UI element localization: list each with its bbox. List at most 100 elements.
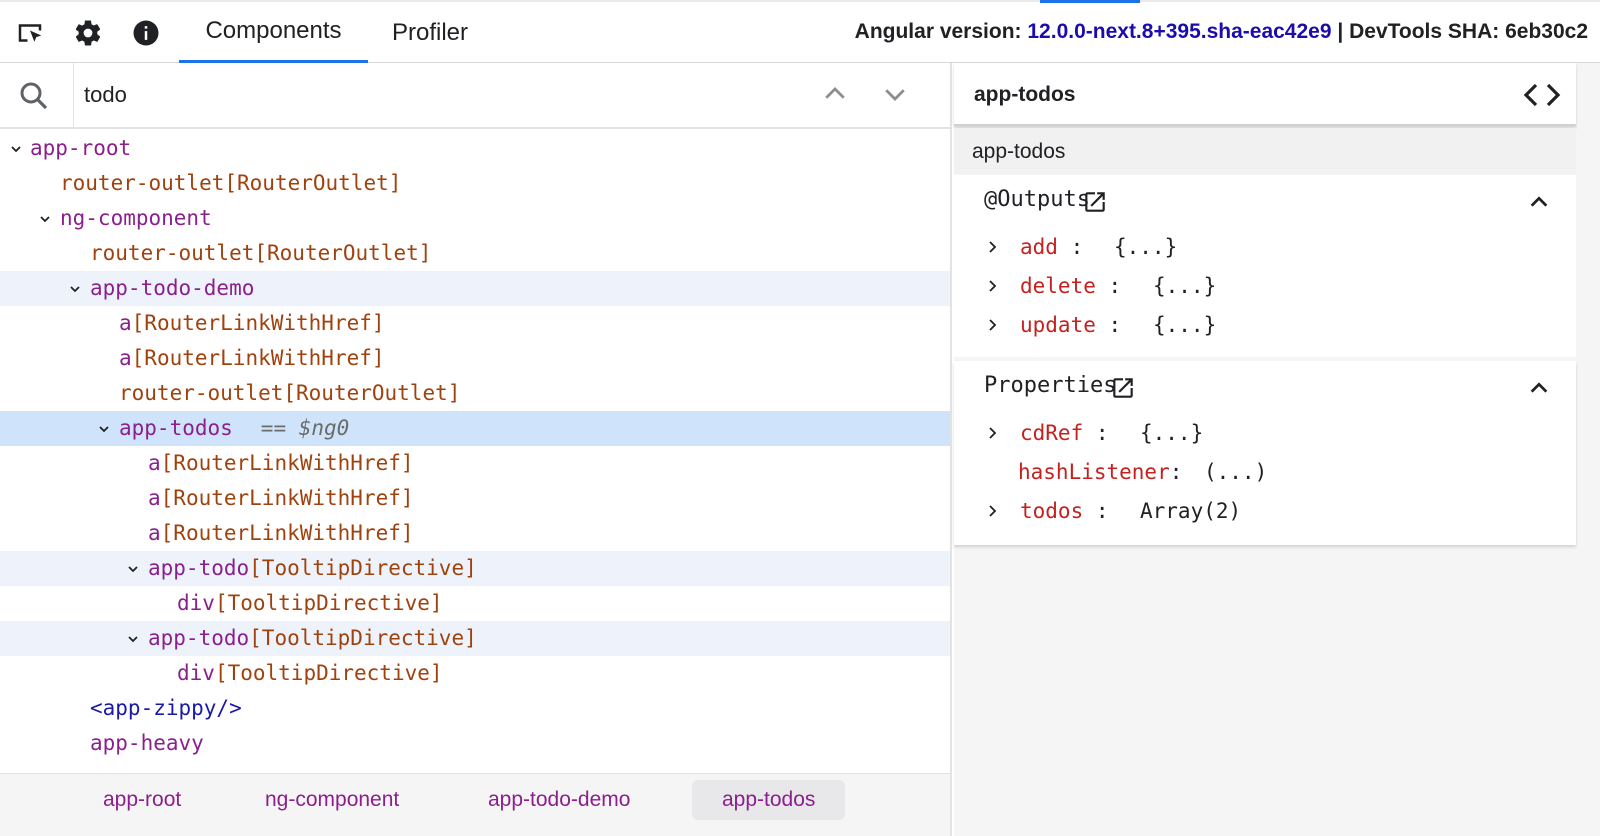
chevron-down-icon[interactable]: [878, 77, 912, 111]
tree-node-app-heavy[interactable]: app-heavy: [0, 726, 950, 761]
expand-caret-icon[interactable]: [68, 271, 82, 306]
node-tag: <app-zippy/>: [90, 696, 242, 720]
details-header: app-todos: [954, 63, 1576, 126]
version-label: Angular version:: [854, 20, 1022, 43]
version-info: Angular version: 12.0.0-next.8+395.sha-e…: [855, 20, 1588, 44]
section-title: Properties: [984, 373, 1117, 398]
property-colon: :: [1083, 421, 1109, 445]
section-title: @Outputs: [984, 187, 1090, 212]
tree-node-a[interactable]: a[RouterLinkWithHref]: [0, 481, 950, 516]
expand-caret-icon[interactable]: [97, 411, 111, 446]
outputs-section: @Outputs add : {...} delete : {...} upda…: [954, 175, 1576, 357]
tree-node-app-todo-demo[interactable]: app-todo-demo: [0, 271, 950, 306]
open-external-icon[interactable]: [1082, 189, 1108, 215]
property-name: add: [1020, 235, 1058, 259]
breadcrumb-item[interactable]: ng-component: [265, 788, 400, 811]
expand-arrow-icon[interactable]: [988, 416, 1002, 450]
node-tag: app-todo: [148, 626, 250, 650]
angular-version-value: 12.0.0-next.8+395.sha-eac42e9: [1027, 20, 1332, 43]
node-directive: [RouterOutlet]: [254, 241, 432, 265]
version-separator: |: [1337, 20, 1344, 43]
tree-node-a[interactable]: a[RouterLinkWithHref]: [0, 306, 950, 341]
property-value: {...}: [1153, 274, 1217, 298]
expand-arrow-icon[interactable]: [988, 269, 1002, 303]
tab-components[interactable]: Components: [179, 2, 368, 63]
tree-node-app-root[interactable]: app-root: [0, 131, 950, 166]
sha-value: 6eb30c2: [1505, 20, 1588, 43]
node-directive: [TooltipDirective]: [249, 556, 477, 580]
tab-profiler[interactable]: Profiler: [391, 18, 469, 46]
breadcrumb: app-root ng-component app-todo-demo app-…: [0, 773, 950, 836]
node-tag: div: [177, 661, 215, 685]
expand-caret-icon[interactable]: [38, 201, 52, 236]
node-tag: app-root: [30, 136, 132, 160]
breadcrumb-item[interactable]: app-todo-demo: [488, 788, 631, 811]
tree-node-a[interactable]: a[RouterLinkWithHref]: [0, 341, 950, 376]
property-colon: :: [1057, 235, 1084, 259]
property-value: Array(2): [1140, 499, 1242, 523]
property-colon: :: [1095, 274, 1122, 298]
node-tag: a: [148, 521, 161, 545]
tree-node-a[interactable]: a[RouterLinkWithHref]: [0, 516, 950, 551]
breadcrumb-item-active[interactable]: app-todos: [692, 780, 846, 820]
details-subheader: app-todos: [954, 128, 1576, 174]
expand-arrow-icon[interactable]: [988, 230, 1002, 264]
node-directive: [RouterLinkWithHref]: [131, 346, 385, 370]
node-tag: a: [148, 451, 161, 475]
tree-node-div[interactable]: div[TooltipDirective]: [0, 656, 950, 691]
component-tree-panel: app-root router-outlet[RouterOutlet] ng-…: [0, 63, 952, 836]
console-reference: == $ng0: [260, 416, 350, 440]
node-directive: [RouterLinkWithHref]: [160, 486, 414, 510]
gear-icon[interactable]: [71, 16, 105, 50]
property-value[interactable]: (...): [1204, 460, 1268, 484]
property-name: cdRef: [1020, 421, 1084, 445]
chevron-up-icon[interactable]: [818, 77, 852, 111]
search-divider: [73, 63, 74, 127]
tree-node-router-outlet[interactable]: router-outlet[RouterOutlet]: [0, 166, 950, 201]
node-directive: [RouterLinkWithHref]: [131, 311, 385, 335]
chevron-up-icon[interactable]: [1528, 191, 1550, 213]
node-directive: [TooltipDirective]: [249, 626, 477, 650]
tree-node-app-todos[interactable]: app-todos== $ng0: [0, 411, 950, 446]
component-name: app-todos: [972, 140, 1066, 163]
node-tag: app-todo-demo: [90, 276, 255, 300]
view-source-code-icon[interactable]: [1520, 79, 1564, 111]
expand-arrow-icon[interactable]: [988, 494, 1002, 528]
tree-node-app-zippy[interactable]: <app-zippy/>: [0, 691, 950, 726]
node-tag: router-outlet: [60, 171, 225, 195]
breadcrumb-item[interactable]: app-root: [103, 788, 182, 811]
node-tag: app-heavy: [90, 731, 204, 755]
node-tag: a: [148, 486, 161, 510]
tree-node-ng-component[interactable]: ng-component: [0, 201, 950, 236]
search-input[interactable]: [84, 77, 784, 113]
node-tag: div: [177, 591, 215, 615]
expand-arrow-icon[interactable]: [988, 308, 1002, 342]
expand-caret-icon[interactable]: [126, 621, 140, 656]
expand-caret-icon[interactable]: [9, 131, 23, 166]
info-icon[interactable]: [129, 16, 163, 50]
node-directive: [RouterOutlet]: [224, 171, 402, 195]
property-value: {...}: [1140, 421, 1204, 445]
node-tag: router-outlet: [119, 381, 284, 405]
node-directive: [RouterLinkWithHref]: [160, 451, 414, 475]
open-external-icon[interactable]: [1110, 375, 1136, 401]
sha-label: DevTools SHA:: [1349, 20, 1500, 43]
tree-node-div[interactable]: div[TooltipDirective]: [0, 586, 950, 621]
node-tag: ng-component: [60, 206, 212, 230]
tree-node-router-outlet[interactable]: router-outlet[RouterOutlet]: [0, 236, 950, 271]
property-name: todos: [1020, 499, 1084, 523]
tree-node-router-outlet[interactable]: router-outlet[RouterOutlet]: [0, 376, 950, 411]
property-name: hashListener: [1018, 460, 1170, 484]
search-bar: [0, 63, 950, 129]
top-accent-marker: [1040, 0, 1140, 3]
property-colon: :: [1083, 499, 1109, 523]
tree-node-a[interactable]: a[RouterLinkWithHref]: [0, 446, 950, 481]
node-directive: [TooltipDirective]: [214, 661, 443, 685]
tree-node-app-todo[interactable]: app-todo[TooltipDirective]: [0, 551, 950, 586]
node-directive: [TooltipDirective]: [214, 591, 443, 615]
inspect-element-icon[interactable]: [13, 16, 47, 50]
details-title: app-todos: [974, 83, 1076, 106]
tree-node-app-todo[interactable]: app-todo[TooltipDirective]: [0, 621, 950, 656]
expand-caret-icon[interactable]: [126, 551, 140, 586]
chevron-up-icon[interactable]: [1528, 377, 1550, 399]
